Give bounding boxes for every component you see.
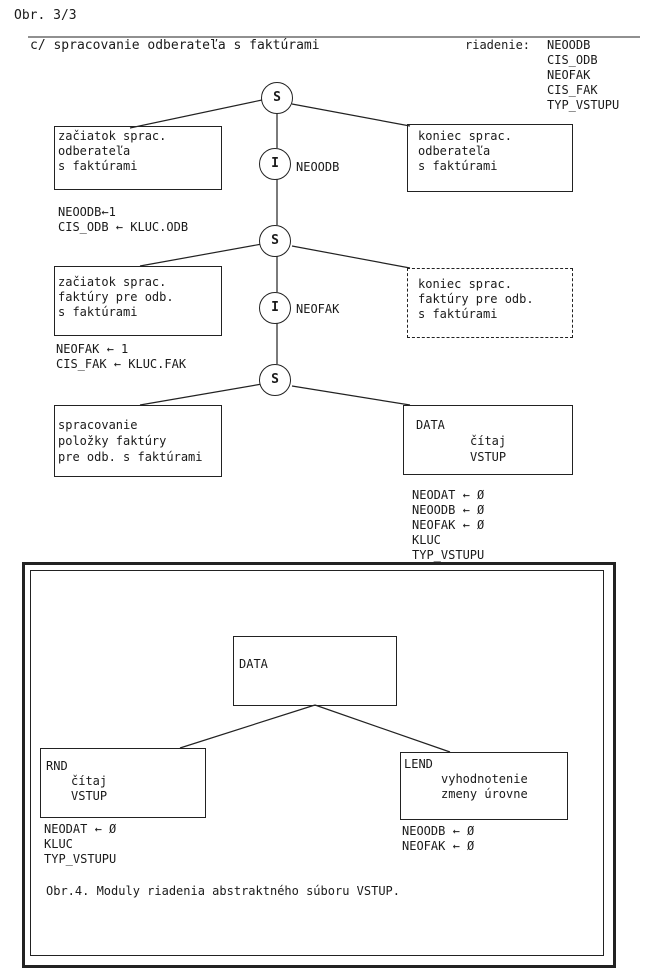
box-line: LEND <box>404 757 433 771</box>
box-line: VSTUP <box>71 789 108 803</box>
box-end-faktura: koniec sprac. faktúry pre odb. s faktúra… <box>407 268 573 338</box>
lend-output: NEOFAK ← Ø <box>402 839 475 853</box>
rnd-output: TYP_VSTUPU <box>44 852 117 866</box>
figure4-inner-frame <box>30 570 604 956</box>
box-data-citaj: DATA čítaj VSTUP <box>403 405 573 475</box>
lend-output: NEOODB ← Ø <box>402 824 475 838</box>
fig4-box-rnd: RND čítaj VSTUP <box>40 748 206 818</box>
control-item: NEOODB <box>547 38 591 52</box>
box-line: koniec sprac. <box>418 277 512 291</box>
box-end-odberatel: koniec sprac. odberateľa s faktúrami <box>407 124 573 192</box>
box-line: s faktúrami <box>418 307 498 321</box>
box-line: začiatok sprac. <box>58 275 167 289</box>
box-line: položky faktúry <box>58 434 167 448</box>
box-line: DATA <box>239 657 268 671</box>
iteration-node-1: I <box>259 148 291 180</box>
data-output: TYP_VSTUPU <box>412 548 485 562</box>
sequence-node-1: S <box>261 82 293 114</box>
box-line: faktúry pre odb. <box>418 292 534 306</box>
data-output: NEOODB ← Ø <box>412 503 485 517</box>
control-item: CIS_ODB <box>547 53 598 67</box>
box-start-odberatel: začiatok sprac. odberateľa s faktúrami <box>54 126 222 190</box>
box-line: VSTUP <box>470 450 507 464</box>
box-line: pre odb. s faktúrami <box>58 450 203 464</box>
data-output: NEODAT ← Ø <box>412 488 485 502</box>
box-line: spracovanie <box>58 418 138 432</box>
box-line: DATA <box>416 418 445 432</box>
rnd-output: NEODAT ← Ø <box>44 822 117 836</box>
box-line: RND <box>46 759 68 773</box>
box-line: zmeny úrovne <box>441 787 528 801</box>
control-item: TYP_VSTUPU <box>547 98 620 112</box>
assignment: CIS_ODB ← KLUC.ODB <box>58 220 189 234</box>
loop2-condition: NEOFAK <box>296 302 340 316</box>
box-line: s faktúrami <box>418 159 498 173</box>
box-line: s faktúrami <box>58 159 138 173</box>
sequence-node-2: S <box>259 225 291 257</box>
sequence-node-3: S <box>259 364 291 396</box>
box-line: čítaj <box>470 434 507 448</box>
loop1-condition: NEOODB <box>296 160 340 174</box>
data-output: NEOFAK ← Ø <box>412 518 485 532</box>
part-c-title: c/ spracovanie odberateľa s faktúrami <box>30 38 320 53</box>
control-label: riadenie: <box>465 38 531 52</box>
rnd-output: KLUC <box>44 837 73 851</box>
iteration-node-2: I <box>259 292 291 324</box>
box-line: odberateľa <box>58 144 131 158</box>
figure4-caption: Obr.4. Moduly riadenia abstraktného súbo… <box>46 884 401 898</box>
box-line: faktúry pre odb. <box>58 290 174 304</box>
box-start-faktura: začiatok sprac. faktúry pre odb. s faktú… <box>54 266 222 336</box>
fig4-box-data: DATA <box>233 636 397 706</box>
box-polozka-faktury: spracovanie položky faktúry pre odb. s f… <box>54 405 222 477</box>
assignment: CIS_FAK ← KLUC.FAK <box>56 357 187 371</box>
box-line: čítaj <box>71 774 108 788</box>
box-line: začiatok sprac. <box>58 129 167 143</box>
control-item: NEOFAK <box>547 68 591 82</box>
control-item: CIS_FAK <box>547 83 598 97</box>
figure4-frame <box>22 562 616 968</box>
page-label: Obr. 3/3 <box>14 8 77 23</box>
assignment: NEOODB←1 <box>58 205 116 219</box>
assignment: NEOFAK ← 1 <box>56 342 129 356</box>
box-line: vyhodnotenie <box>441 772 528 786</box>
data-output: KLUC <box>412 533 441 547</box>
box-line: s faktúrami <box>58 305 138 319</box>
fig4-box-lend: LEND vyhodnotenie zmeny úrovne <box>400 752 568 820</box>
box-line: odberateľa <box>418 144 491 158</box>
box-line: koniec sprac. <box>418 129 512 143</box>
